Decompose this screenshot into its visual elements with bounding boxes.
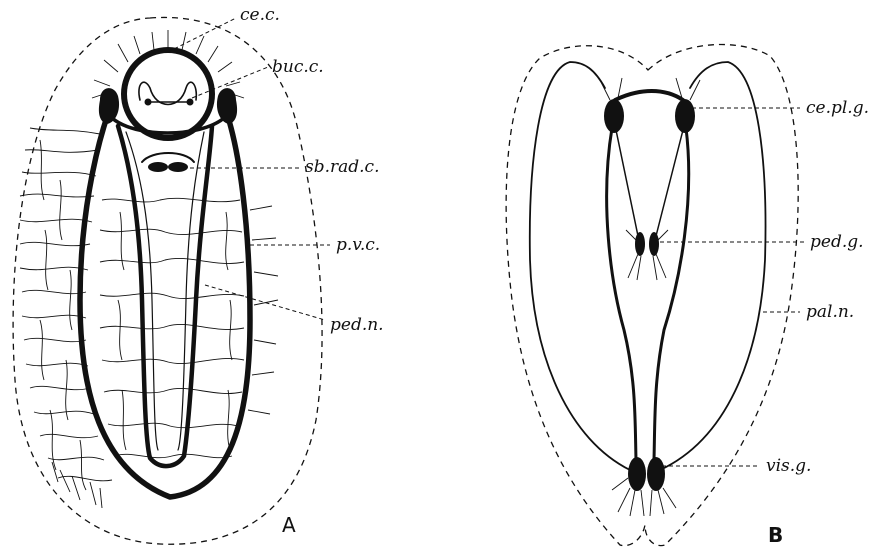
figure-b-cerebropleural-ganglion-right xyxy=(675,99,695,133)
figure-b-visceral-ganglion-left xyxy=(628,457,646,491)
figure-a: ce.c. buc.c. sb.rad.c. p.v.c. ped.n. A xyxy=(13,5,384,544)
label-p-v-c: p.v.c. xyxy=(336,235,380,255)
figure-b-cerebro-pedal-left xyxy=(616,130,638,236)
figure-b-cerebro-pedal-right xyxy=(656,130,683,236)
figure-b-pedal-ganglion-left xyxy=(635,232,645,256)
figure-b-visceral-ganglion-right xyxy=(647,457,665,491)
figure-a-ring-nerves xyxy=(92,30,244,98)
figure-a-nerve-ring xyxy=(124,50,212,138)
figure-a-inner-network xyxy=(100,198,244,457)
label-pal-n: pal.n. xyxy=(806,302,854,322)
label-ce-c: ce.c. xyxy=(240,5,280,25)
figure-b-pedal-ganglion-right xyxy=(649,232,659,256)
figure-b-right-lobe xyxy=(660,62,766,470)
leader-ce-c xyxy=(168,18,236,52)
figure-b-pedal-nerves xyxy=(626,230,668,280)
label-ped-n: ped.n. xyxy=(330,315,384,335)
figure-b-cerebral-commissure xyxy=(615,91,683,100)
figure-a-subradular-ganglion-right xyxy=(168,162,188,172)
figure-a-subradular-ganglion-left xyxy=(148,162,168,172)
figure-a-nerve-network xyxy=(20,128,112,508)
figure-a-cerebro-band xyxy=(112,118,224,133)
figure-a-pedal-loop xyxy=(118,126,212,466)
label-ce-pl-g: ce.pl.g. xyxy=(806,98,869,118)
label-ped-g: ped.g. xyxy=(810,232,864,252)
panel-label-a: A xyxy=(282,513,296,537)
figure-b-cerebral-nerves xyxy=(600,78,700,100)
label-sb-rad-c: sb.rad.c. xyxy=(305,157,379,177)
figure-b: ce.pl.g. ped.g. pal.n. vis.g. B xyxy=(506,44,869,547)
figure-b-cerebropleural-ganglion-left xyxy=(604,99,624,133)
figure-a-cerebral-ganglion-right xyxy=(217,88,237,124)
figure-b-connective-left xyxy=(607,128,636,460)
figure-a-cerebral-ganglion-left xyxy=(99,88,119,124)
panel-label-b: B xyxy=(768,523,783,547)
label-buc-c: buc.c. xyxy=(272,57,324,77)
figure-a-subradular-commissure xyxy=(142,153,194,162)
label-vis-g: vis.g. xyxy=(766,456,811,476)
